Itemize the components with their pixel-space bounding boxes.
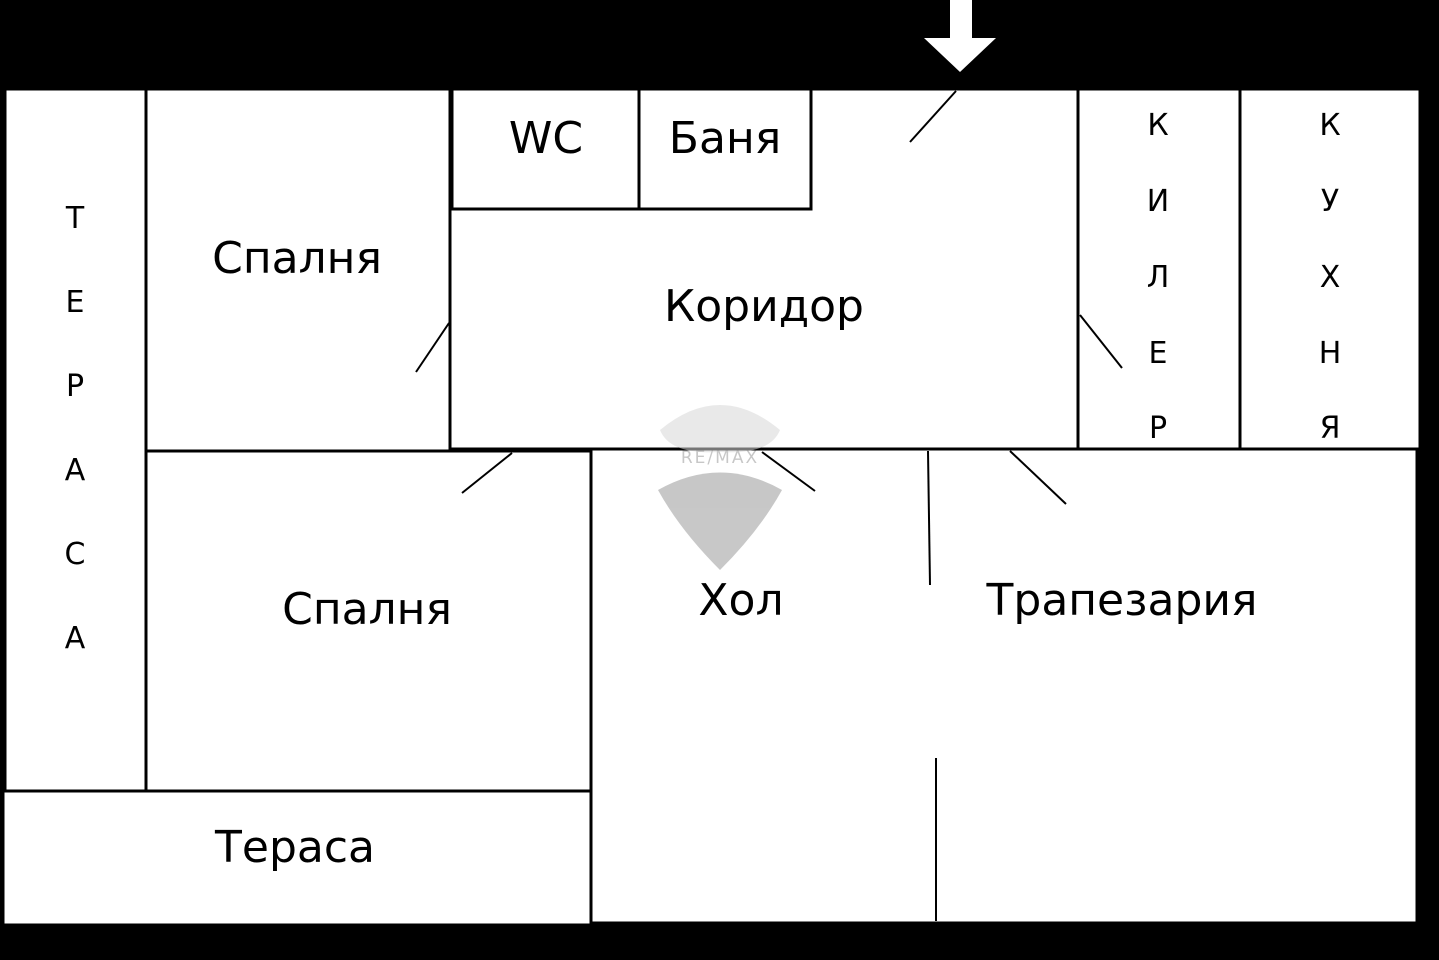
room-kitchen (1238, 87, 1422, 453)
label-terrace-side: Т Е Р А С А (65, 201, 86, 656)
terrace-side-letter: Т (65, 201, 85, 236)
terrace-side-letter: А (65, 621, 86, 656)
terrace-side-letter: С (65, 537, 86, 572)
pantry-letter: Л (1147, 260, 1170, 295)
pantry-letter: К (1147, 108, 1168, 143)
pantry-letter: Р (1149, 411, 1167, 446)
entrance-down-arrow-icon (924, 0, 996, 72)
door-entrance (909, 90, 957, 143)
terrace-side-letter: А (65, 453, 86, 488)
room-terrace-bottom (1, 789, 593, 927)
door-bedroom-bottom (461, 452, 513, 494)
terrace-side-letter: Е (66, 285, 85, 320)
room-bathroom (637, 87, 813, 211)
label-corridor: Коридор (664, 281, 864, 332)
divider-upper (927, 450, 931, 586)
door-dining (1009, 450, 1067, 505)
label-kitchen: К У Х Н Я (1319, 108, 1342, 446)
label-wc: WC (509, 113, 583, 164)
door-bedroom-top (415, 322, 450, 373)
remax-watermark-logo: RE/MAX (658, 405, 782, 570)
watermark-text: RE/MAX (681, 448, 759, 468)
pantry-letter: Е (1149, 336, 1168, 371)
label-bedroom-top: Спалня (212, 233, 382, 284)
kitchen-letter: Н (1319, 336, 1342, 371)
label-terrace-bottom: Тераса (214, 822, 375, 873)
room-wc (450, 87, 641, 211)
room-bedroom-top (144, 87, 452, 453)
label-pantry: К И Л Е Р (1147, 108, 1170, 446)
room-terrace-side (3, 87, 148, 793)
door-pantry (1079, 314, 1123, 369)
terrace-side-letter: Р (66, 369, 84, 404)
pantry-letter: И (1147, 184, 1169, 219)
kitchen-letter: Я (1320, 411, 1341, 446)
label-bedroom-bottom: Спалня (282, 584, 452, 635)
door-living (761, 451, 816, 492)
kitchen-letter: У (1321, 184, 1339, 219)
kitchen-letter: К (1319, 108, 1340, 143)
room-pantry (1076, 87, 1242, 453)
label-living-room: Хол (698, 575, 783, 626)
label-dining-room: Трапезария (986, 575, 1258, 626)
kitchen-letter: Х (1320, 260, 1341, 295)
label-bathroom: Баня (669, 113, 781, 164)
